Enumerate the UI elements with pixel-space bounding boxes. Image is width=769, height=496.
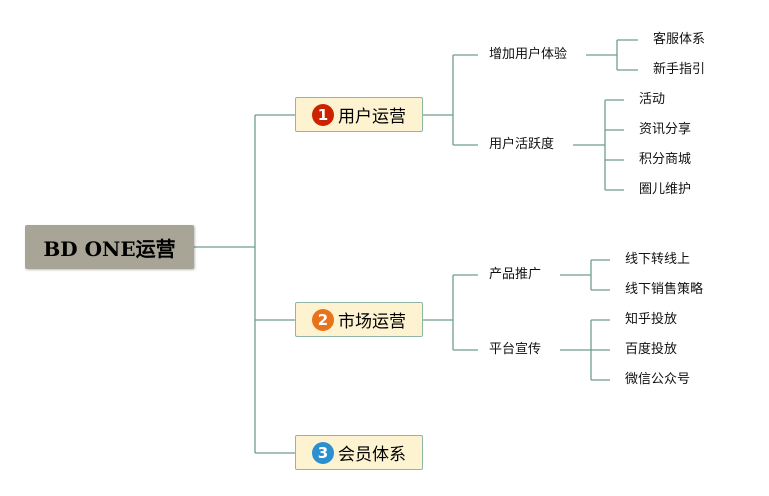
leaf-node[interactable]: 新手指引	[653, 62, 706, 77]
branch-node-3[interactable]: 3 会员体系	[295, 435, 423, 470]
branch-node-1[interactable]: 1 用户运营	[295, 97, 423, 132]
root-node[interactable]: BD ONE运营	[25, 225, 194, 269]
subtopic-node[interactable]: 增加用户体验	[489, 47, 568, 62]
leaf-node[interactable]: 知乎投放	[625, 312, 678, 327]
leaf-node[interactable]: 百度投放	[625, 342, 678, 357]
root-title: BD ONE运营	[43, 236, 176, 261]
branch-node-2[interactable]: 2 市场运营	[295, 302, 423, 337]
leaf-node[interactable]: 客服体系	[653, 32, 706, 47]
leaf-node[interactable]: 线下转线上	[625, 252, 691, 267]
subtopic-node[interactable]: 产品推广	[489, 267, 542, 282]
leaf-node[interactable]: 圈儿维护	[639, 182, 692, 197]
number-3-icon: 3	[312, 441, 334, 464]
branch-label-1: 用户运营	[338, 107, 406, 127]
leaf-node[interactable]: 活动	[639, 92, 666, 107]
number-2-icon: 2	[312, 308, 334, 331]
subtopic-node[interactable]: 平台宣传	[489, 342, 542, 357]
subtopic-node[interactable]: 用户活跃度	[489, 137, 555, 152]
leaf-node[interactable]: 微信公众号	[625, 372, 691, 387]
branch-label-2: 市场运营	[338, 312, 406, 332]
leaf-node[interactable]: 线下销售策略	[625, 282, 704, 297]
number-1-icon: 1	[312, 103, 334, 126]
leaf-node[interactable]: 积分商城	[639, 152, 692, 167]
branch-label-3: 会员体系	[338, 445, 406, 465]
leaf-node[interactable]: 资讯分享	[639, 122, 692, 137]
